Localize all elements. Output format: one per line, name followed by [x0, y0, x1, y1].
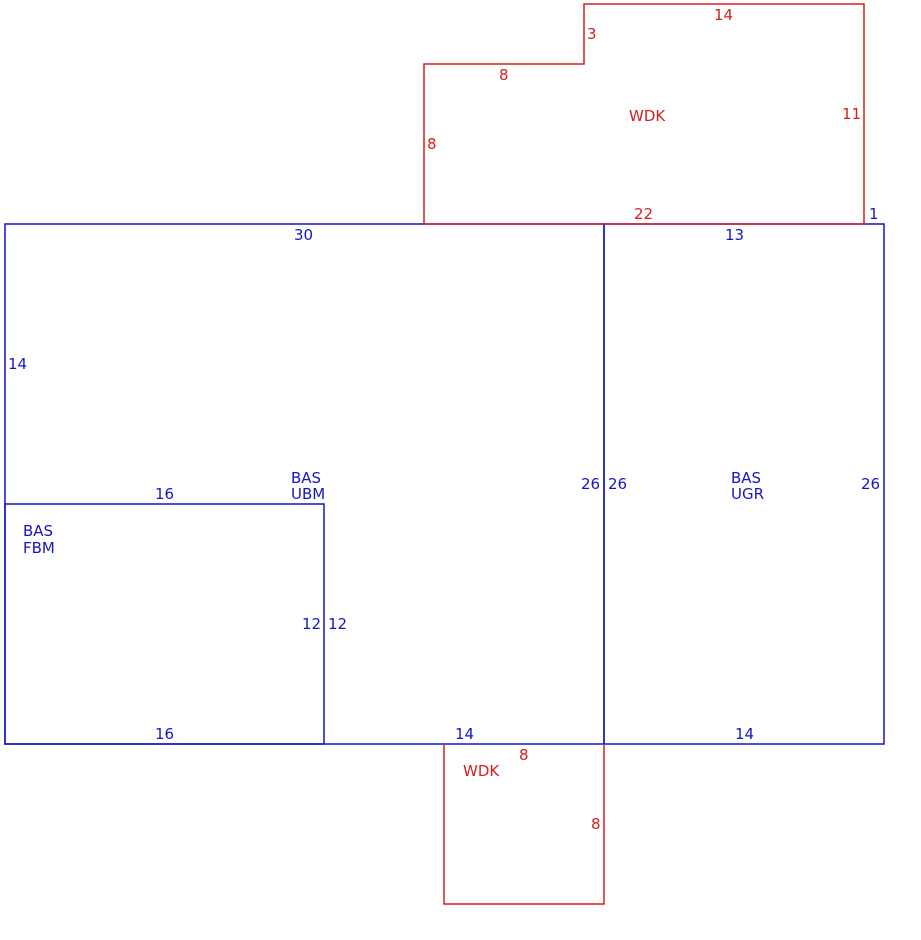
dim-wdk-top-offset: 1 — [869, 205, 879, 223]
dim-wdk-top-top: 14 — [714, 6, 733, 24]
fbm-area-label-2: FBM — [23, 539, 55, 557]
wdk-top-outline — [423, 3, 865, 224]
dim-wdk-bottom-top: 8 — [519, 746, 529, 764]
ubm-area-label-1: BAS — [291, 469, 321, 487]
dim-fbm-right: 12 — [302, 615, 321, 633]
dim-wdk-top-upper: 8 — [499, 66, 509, 84]
wdk-top-area-label: WDK — [629, 107, 666, 125]
ugr-area-label-1: BAS — [731, 469, 761, 487]
dim-ubm-bottom: 14 — [455, 725, 474, 743]
dim-ugr-top: 13 — [725, 226, 744, 244]
dim-fbm-top: 16 — [155, 485, 174, 503]
ugr-area-label-2: UGR — [731, 485, 764, 503]
dim-wdk-bottom-right: 8 — [591, 815, 601, 833]
wdk-bottom-outline — [443, 744, 605, 905]
fbm-area-label-1: BAS — [23, 522, 53, 540]
dim-ubm-inner: 12 — [328, 615, 347, 633]
dim-ubm-top: 30 — [294, 226, 313, 244]
fbm-area-outline — [4, 503, 325, 745]
dim-wdk-top-step: 3 — [587, 25, 597, 43]
dim-ubm-left: 14 — [8, 355, 27, 373]
dim-wdk-top-left: 8 — [427, 135, 437, 153]
dim-fbm-bottom: 16 — [155, 725, 174, 743]
dim-ubm-right: 26 — [581, 475, 600, 493]
dim-wdk-top-bottom: 22 — [634, 205, 653, 223]
dim-wdk-top-right: 11 — [842, 105, 861, 123]
dim-ugr-bottom: 14 — [735, 725, 754, 743]
dim-ugr-left: 26 — [608, 475, 627, 493]
dim-ugr-right: 26 — [861, 475, 880, 493]
wdk-bottom-area-label: WDK — [463, 762, 500, 780]
ubm-area-label-2: UBM — [291, 485, 325, 503]
